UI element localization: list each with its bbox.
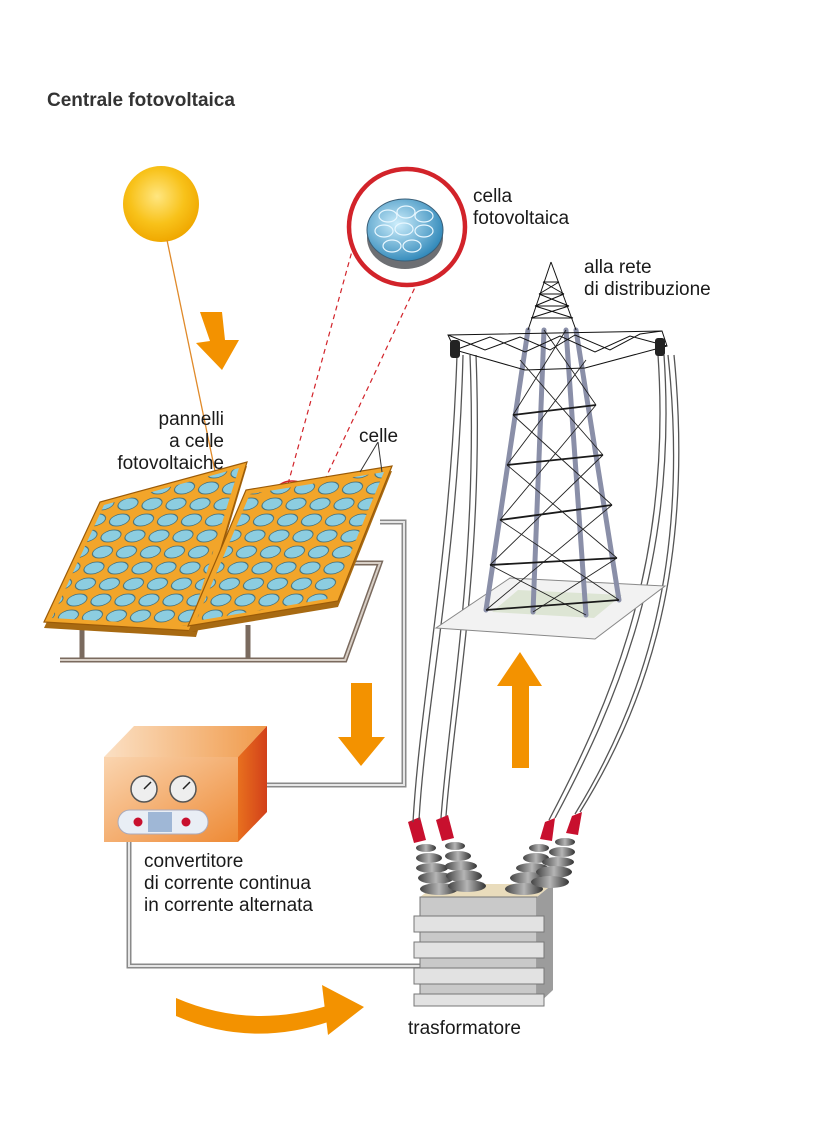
insulator-left-1	[408, 817, 458, 895]
transmission-tower	[434, 261, 668, 640]
energy-arrow-down	[338, 683, 385, 766]
cells-pointer-line-2	[359, 441, 379, 473]
solar-panel-right	[187, 465, 393, 632]
transformer	[408, 812, 582, 1007]
energy-arrow-up	[497, 652, 542, 768]
label-panels: pannelli a celle fotovoltaiche	[117, 409, 224, 474]
cell-zoom	[269, 166, 468, 526]
diagram-title: Centrale fotovoltaica	[47, 90, 235, 111]
zoom-line-left	[287, 221, 361, 485]
label-cell: cella fotovoltaica	[473, 186, 570, 229]
converter-led-left	[133, 817, 143, 827]
photovoltaic-cell-icon	[366, 198, 444, 269]
insulator-tower-left	[450, 340, 460, 358]
solar-panel-left	[43, 461, 248, 637]
energy-arrow-curved	[176, 985, 364, 1035]
cells-pointer-line	[377, 441, 383, 473]
converter-box	[104, 726, 267, 842]
label-converter: convertitore di corrente continua in cor…	[144, 851, 313, 916]
converter-gauge-left	[130, 775, 158, 803]
label-transformer: trasformatore	[408, 1018, 521, 1039]
label-cells: celle	[359, 426, 399, 447]
sun-disc	[123, 166, 199, 242]
insulator-right-2	[531, 812, 582, 888]
sun	[123, 166, 199, 242]
power-lines	[412, 354, 680, 823]
sunlight-ray	[166, 239, 221, 496]
sunlight-arrow	[196, 312, 239, 370]
insulator-tower-right	[655, 338, 665, 356]
insulator-left-2	[436, 815, 486, 892]
zoom-line-right	[312, 265, 426, 506]
converter-led-right	[181, 817, 191, 827]
converter-gauge-right	[169, 775, 197, 803]
label-grid: alla rete di distribuzione	[584, 257, 711, 300]
